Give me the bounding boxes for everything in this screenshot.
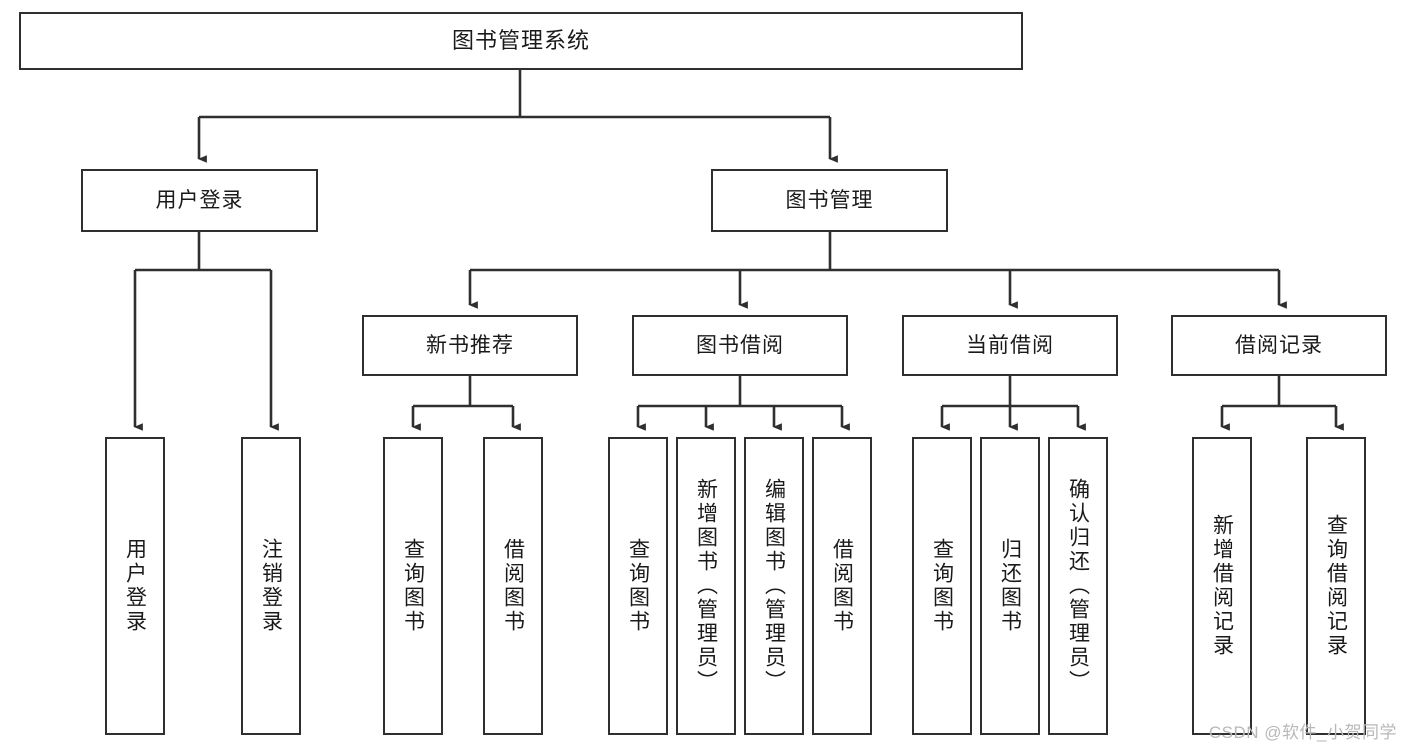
leaf-borrow-record-query[interactable]: 查询借阅记录 (1306, 437, 1366, 735)
leaf-book-borrow-edit-admin[interactable]: 编辑图书（管理员） (744, 437, 804, 735)
node-label: 查询图书 (401, 538, 425, 634)
leaf-book-borrow-query[interactable]: 查询图书 (608, 437, 668, 735)
node-label: 查询图书 (626, 538, 650, 634)
node-user-login[interactable]: 用户登录 (81, 169, 318, 232)
leaf-book-borrow-add-admin[interactable]: 新增图书（管理员） (676, 437, 736, 735)
leaf-book-borrow-borrow[interactable]: 借阅图书 (812, 437, 872, 735)
leaf-user-login-logout[interactable]: 注销登录 (241, 437, 301, 735)
leaf-user-login-login[interactable]: 用户登录 (105, 437, 165, 735)
node-label: 新增图书（管理员） (694, 478, 718, 694)
node-new-book-recommend[interactable]: 新书推荐 (362, 315, 578, 376)
leaf-current-borrow-confirm-admin[interactable]: 确认归还（管理员） (1048, 437, 1108, 735)
node-label: 图书管理系统 (451, 27, 590, 53)
leaf-new-book-query[interactable]: 查询图书 (383, 437, 443, 735)
node-label: 借阅记录 (1235, 333, 1323, 357)
node-label: 用户登录 (123, 538, 147, 634)
node-label: 用户登录 (155, 188, 244, 212)
node-book-borrow[interactable]: 图书借阅 (632, 315, 848, 376)
node-label: 查询图书 (930, 538, 954, 634)
node-label: 借阅图书 (501, 538, 525, 634)
node-borrow-record[interactable]: 借阅记录 (1171, 315, 1387, 376)
node-root-book-management-system[interactable]: 图书管理系统 (19, 12, 1023, 70)
leaf-current-borrow-query[interactable]: 查询图书 (912, 437, 972, 735)
node-current-borrow[interactable]: 当前借阅 (902, 315, 1118, 376)
node-label: 归还图书 (998, 538, 1022, 634)
node-label: 编辑图书（管理员） (762, 478, 786, 694)
node-book-management[interactable]: 图书管理 (711, 169, 948, 232)
node-label: 新增借阅记录 (1210, 514, 1234, 658)
node-label: 借阅图书 (830, 538, 854, 634)
leaf-borrow-record-add[interactable]: 新增借阅记录 (1192, 437, 1252, 735)
node-label: 图书借阅 (696, 333, 784, 357)
node-label: 新书推荐 (426, 333, 514, 357)
node-label: 注销登录 (259, 538, 283, 634)
csdn-watermark: CSDN @软件_小贺同学 (1208, 723, 1397, 742)
node-label: 当前借阅 (966, 333, 1054, 357)
node-label: 图书管理 (785, 188, 874, 212)
leaf-current-borrow-return[interactable]: 归还图书 (980, 437, 1040, 735)
node-label: 确认归还（管理员） (1066, 478, 1090, 694)
node-label: 查询借阅记录 (1324, 514, 1348, 658)
leaf-new-book-borrow[interactable]: 借阅图书 (483, 437, 543, 735)
